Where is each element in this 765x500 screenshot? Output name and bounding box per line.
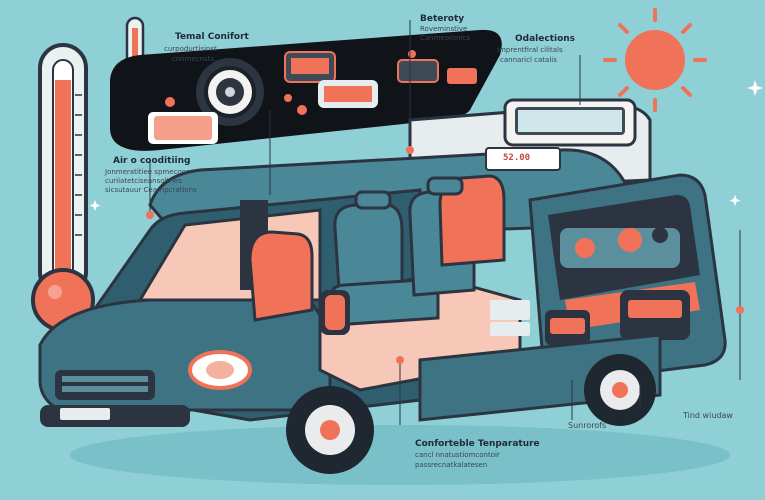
sun-icon <box>603 8 707 112</box>
sunroofs-label: Sunrorofs <box>568 421 607 430</box>
thermal-comfort-line-2: conmecnsts. <box>172 55 217 63</box>
air-conditioning-line-3: sicsutauur Cearnpcrations <box>105 186 197 194</box>
thermometer-icon <box>31 43 95 332</box>
climate-display-readout: 52.00 <box>503 153 531 163</box>
tind-windows-label: Tind wiudaw <box>683 411 733 420</box>
odalections-line-1: Imprentfiral cilitals <box>497 46 563 54</box>
air-conditioning-line-2: curiiatetciseansoltries <box>105 177 183 185</box>
battery-line-1: Roveminstive <box>420 25 468 33</box>
air-conditioning-line-1: Jonmeratitiee spmecons <box>105 168 190 176</box>
comfortable-temperature-title: Conforteble Tenparature <box>415 439 540 449</box>
thermal-comfort-line-1: curpodurtisinst <box>164 45 217 53</box>
odalections-line-2: cannaricl catalis <box>500 56 557 64</box>
sparkle-icon <box>89 80 763 211</box>
battery-line-2: Canmeoronics <box>420 34 470 42</box>
comfortable-temperature-line-2: passrecnatkalatesen <box>415 461 488 469</box>
battery-title: Beteroty <box>420 14 465 24</box>
comfortable-temperature-line-1: cancl nnatustiomcontoir <box>415 451 500 459</box>
thermal-comfort-title: Temal Conifort <box>175 32 249 42</box>
air-conditioning-title: Air o cooditiing <box>113 156 191 166</box>
odalections-title: Odalections <box>515 34 576 44</box>
